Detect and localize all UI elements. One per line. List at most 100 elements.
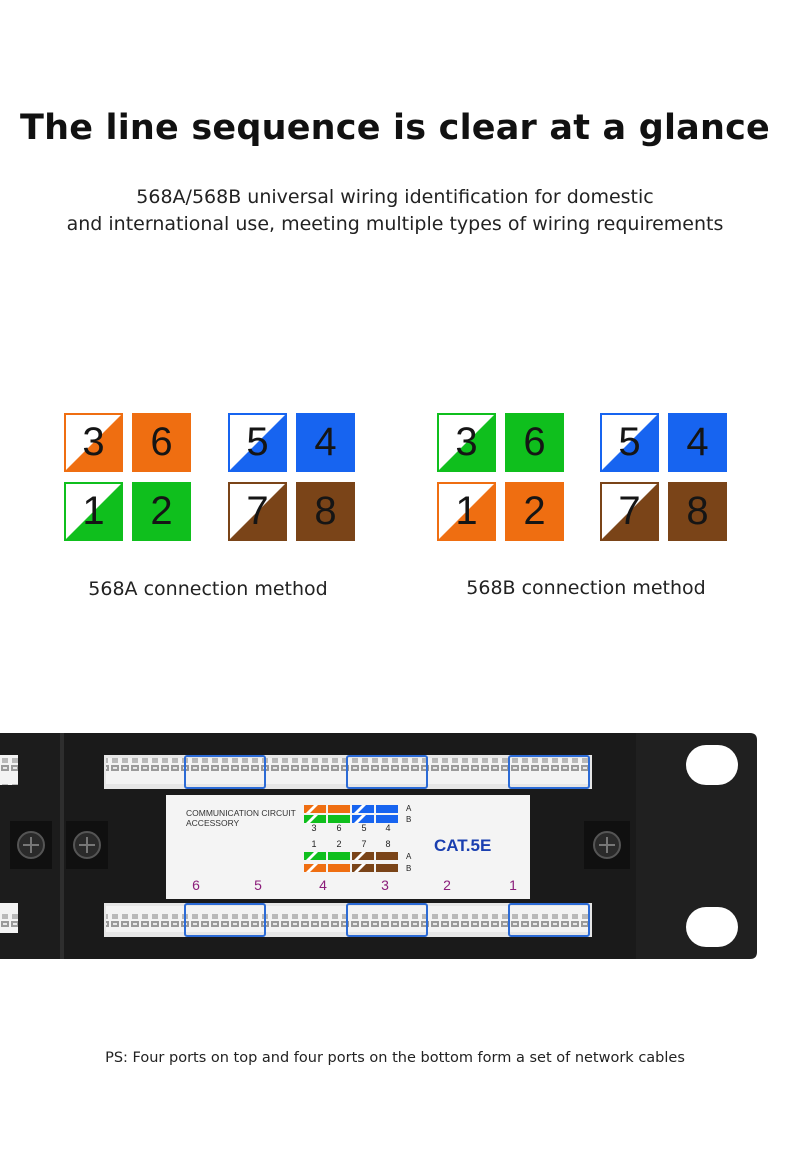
- mini-wire-bar: [352, 805, 374, 813]
- label-top-number: 4: [385, 823, 390, 833]
- wire-swatch-7: 7: [228, 482, 287, 541]
- port-group-highlight: [508, 903, 590, 937]
- wire-swatch-3: 3: [437, 413, 496, 472]
- caption-568a: 568A connection method: [88, 578, 328, 600]
- wire-number: 3: [82, 420, 105, 464]
- mini-wire-bar: [376, 852, 398, 860]
- label-bottom-number: 2: [336, 839, 341, 849]
- label-top-number: 5: [361, 823, 366, 833]
- port-number: 5: [254, 877, 262, 893]
- wire-number: 2: [150, 489, 173, 533]
- wire-number: 4: [314, 420, 337, 464]
- label-wiring-chart: 3 6 5 4 1 2 7 8 A B A B: [304, 804, 412, 873]
- diagram-568a-pair-2: 5 4 7 8: [228, 413, 355, 541]
- wire-number: 7: [246, 489, 269, 533]
- rack-mounting-ear: [636, 733, 757, 959]
- footnote: PS: Four ports on top and four ports on …: [105, 1050, 685, 1066]
- wire-swatch-7: 7: [600, 482, 659, 541]
- wire-swatch-5: 5: [600, 413, 659, 472]
- subtitle-line-1: 568A/568B universal wiring identificatio…: [136, 186, 654, 208]
- wire-number: 8: [686, 489, 709, 533]
- screw-left-2: [66, 821, 108, 869]
- mini-wire-bar: [376, 864, 398, 872]
- wire-number: 5: [618, 420, 641, 464]
- port-group-highlight: [184, 755, 266, 789]
- mini-wire-stripe: [306, 864, 318, 872]
- port-group-highlight: [346, 903, 428, 937]
- wire-swatch-6: 6: [505, 413, 564, 472]
- patch-panel-illustration: COMMUNICATION CIRCUIT ACCESSORY 3 6 5 4 …: [0, 733, 757, 959]
- subtitle-line-2: and international use, meeting multiple …: [66, 213, 724, 235]
- port-number: 3: [381, 877, 389, 893]
- diagram-568a-pair-1: 3 6 1 2: [64, 413, 191, 541]
- rack-hole-top: [686, 745, 738, 785]
- mini-wire-bar: [304, 815, 326, 823]
- port-number: 4: [319, 877, 327, 893]
- wire-number: 3: [455, 420, 478, 464]
- wire-swatch-2: 2: [505, 482, 564, 541]
- mini-wire-stripe: [306, 852, 318, 860]
- screw-left-1: [10, 821, 52, 869]
- label-bottom-number: 1: [311, 839, 316, 849]
- label-bottom-number: 8: [385, 839, 390, 849]
- label-row-letter: B: [406, 815, 411, 824]
- label-top-number: 6: [336, 823, 341, 833]
- wire-number: 1: [455, 489, 478, 533]
- wire-number: 6: [150, 420, 173, 464]
- mini-wire-stripe: [306, 815, 318, 823]
- wire-number: 4: [686, 420, 709, 464]
- mini-wire-stripe: [354, 864, 366, 872]
- label-row-letter: B: [406, 864, 411, 873]
- screw-right: [584, 821, 630, 869]
- wire-number: 7: [618, 489, 641, 533]
- port-group-highlight: [508, 755, 590, 789]
- mini-wire-bar: [328, 852, 350, 860]
- mini-wire-bar: [328, 805, 350, 813]
- wire-number: 6: [523, 420, 546, 464]
- left-divider: [60, 733, 64, 959]
- port-group-highlight: [346, 755, 428, 789]
- wire-number: 1: [82, 489, 105, 533]
- left-keystone-strip-top: [0, 755, 18, 785]
- mini-wire-bar: [304, 805, 326, 813]
- caption-568b: 568B connection method: [466, 577, 706, 599]
- mini-wire-stripe: [354, 805, 366, 813]
- label-bottom-number: 7: [361, 839, 366, 849]
- label-text-line-1: COMMUNICATION CIRCUIT: [186, 808, 296, 818]
- mini-wire-bar: [304, 852, 326, 860]
- wire-swatch-8: 8: [296, 482, 355, 541]
- mini-wire-bar: [304, 864, 326, 872]
- mini-wire-bar: [328, 815, 350, 823]
- rack-hole-bottom: [686, 907, 738, 947]
- mini-wire-stripe: [306, 805, 318, 813]
- mini-wire-stripe: [354, 852, 366, 860]
- label-row-letter: A: [406, 852, 412, 861]
- label-text-line-2: ACCESSORY: [186, 818, 240, 828]
- mini-wire-bar: [376, 815, 398, 823]
- wire-swatch-1: 1: [437, 482, 496, 541]
- label-top-number: 3: [311, 823, 316, 833]
- wire-swatch-1: 1: [64, 482, 123, 541]
- wire-swatch-2: 2: [132, 482, 191, 541]
- mini-wire-bar: [328, 864, 350, 872]
- diagram-568b-pair-1: 3 6 1 2: [437, 413, 564, 541]
- mini-wire-bar: [352, 852, 374, 860]
- wire-number: 8: [314, 489, 337, 533]
- wire-number: 2: [523, 489, 546, 533]
- port-number: 2: [443, 877, 451, 893]
- port-number: 6: [192, 877, 200, 893]
- mini-wire-stripe: [354, 815, 366, 823]
- wire-swatch-5: 5: [228, 413, 287, 472]
- port-number: 1: [509, 877, 517, 893]
- mini-wire-bar: [352, 864, 374, 872]
- wire-swatch-3: 3: [64, 413, 123, 472]
- wire-number: 5: [246, 420, 269, 464]
- label-row-letter: A: [406, 804, 412, 813]
- page-title: The line sequence is clear at a glance: [20, 108, 770, 148]
- wire-swatch-4: 4: [668, 413, 727, 472]
- wire-swatch-6: 6: [132, 413, 191, 472]
- port-group-highlight: [184, 903, 266, 937]
- mini-wire-bar: [352, 815, 374, 823]
- diagram-568b-pair-2: 5 4 7 8: [600, 413, 727, 541]
- mini-wire-bar: [376, 805, 398, 813]
